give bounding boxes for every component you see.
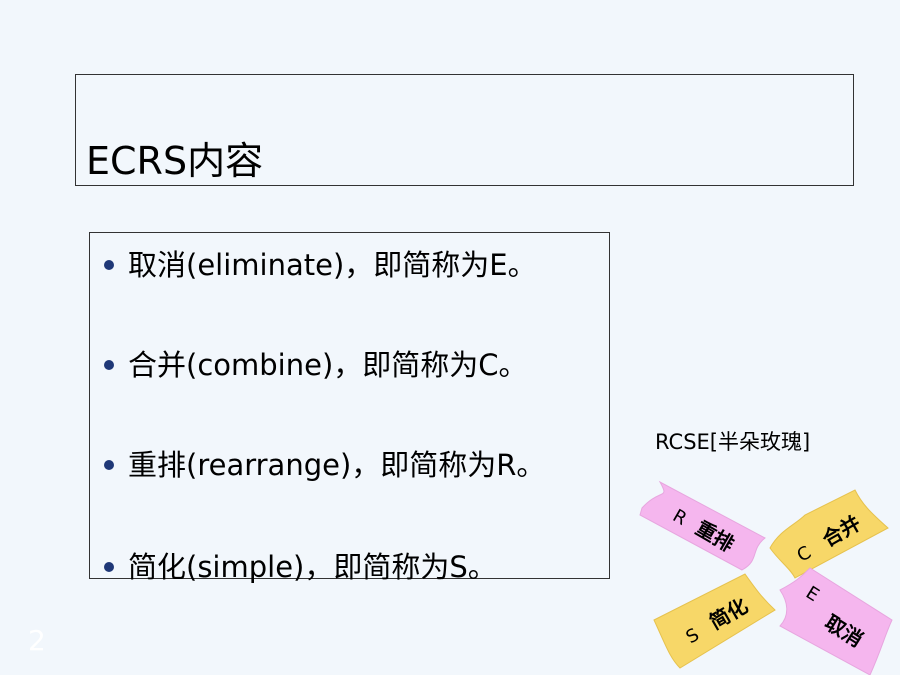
- bullet-item: 合并(combine)，即简称为C。: [104, 345, 528, 385]
- petal-c: C 合并: [769, 489, 889, 579]
- content-box: 取消(eliminate)，即简称为E。 合并(combine)，即简称为C。 …: [89, 232, 610, 584]
- ecrs-petal-graphic: R 重排 C 合并 S 简化 E 取消: [639, 480, 893, 675]
- bullet-text: 取消(eliminate)，即简称为E。: [128, 248, 537, 282]
- bullet-dot-icon: [104, 562, 114, 572]
- petal-s-shape: [653, 573, 776, 669]
- bullet-text: 简化(simple)，即简称为S。: [128, 550, 497, 584]
- page-number: 2: [28, 624, 46, 657]
- petal-e: E 取消: [779, 567, 893, 675]
- bullet-dot-icon: [104, 360, 114, 370]
- mnemonic-label: RCSE[半朵玫瑰]: [655, 430, 811, 454]
- bullet-text: 合并(combine)，即简称为C。: [128, 348, 528, 382]
- bullet-text: 重排(rearrange)，即简称为R。: [128, 448, 546, 482]
- petal-r-shape: [639, 480, 766, 571]
- bullet-dot-icon: [104, 460, 114, 470]
- petal-c-shape: [769, 489, 889, 579]
- title-box: ECRS内容: [75, 74, 854, 186]
- bullet-dot-icon: [104, 260, 114, 270]
- petal-r: R 重排: [639, 480, 766, 571]
- bullet-item: 取消(eliminate)，即简称为E。: [104, 245, 537, 285]
- petal-s: S 简化: [653, 573, 776, 669]
- bullet-item: 简化(simple)，即简称为S。: [104, 547, 497, 587]
- slide-title: ECRS内容: [86, 139, 264, 183]
- bullet-item: 重排(rearrange)，即简称为R。: [104, 445, 545, 485]
- petal-e-shape: [779, 567, 893, 675]
